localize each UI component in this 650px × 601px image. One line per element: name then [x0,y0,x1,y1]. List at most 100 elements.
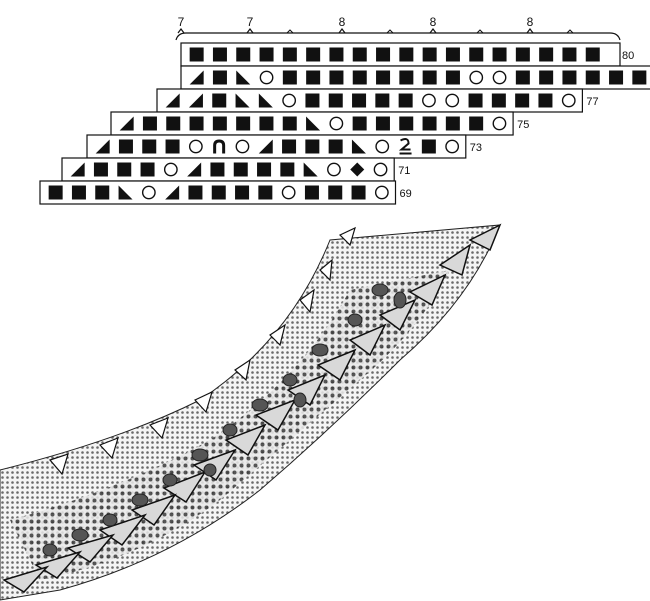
chart-symbol [329,70,344,85]
chart-symbol [140,162,155,177]
chart-symbol [492,116,507,131]
chart-symbol [280,162,295,177]
chart-symbol [515,47,530,62]
chart-symbol [282,93,297,108]
chart-symbol [236,47,251,62]
chart-symbol [166,116,181,131]
chart-symbol [281,185,296,200]
chart-symbol [352,70,367,85]
chart-symbol [539,70,554,85]
chart-symbol [189,47,204,62]
chart-symbol [306,47,321,62]
chart-symbol [422,70,437,85]
chart-symbol [445,93,460,108]
chart-symbol [469,116,484,131]
chart-symbol [585,47,600,62]
chart-symbol [212,70,227,85]
chart-row: 73 [86,134,482,159]
chart-symbol [445,70,460,85]
chart-symbol [329,47,344,62]
row-number: 80 [622,50,634,62]
chart-symbol [212,93,227,108]
chart-symbol [351,185,366,200]
chart-symbol [352,93,367,108]
chart-symbol [235,139,250,154]
chart-symbol [165,139,180,154]
chart-symbol [95,139,110,154]
chart-symbol [165,93,180,108]
chart-symbol [118,185,133,200]
chart-symbol [282,139,297,154]
chart-symbol [539,47,554,62]
chart-symbol [562,47,577,62]
chart-symbol [235,185,250,200]
chart-symbol [609,70,624,85]
row-number: 71 [398,165,410,177]
chart-symbol [235,93,250,108]
chart-symbol [421,139,436,154]
column-marker-label: 8 [527,15,534,29]
column-marker-label: 8 [430,15,437,29]
chart-symbol [329,116,344,131]
chart-symbol [188,93,203,108]
chart-symbol [187,162,202,177]
chart-symbol [398,138,412,155]
chart-symbol [352,47,367,62]
chart-symbol [303,162,318,177]
chart-symbol [445,47,460,62]
chart-symbol [282,47,297,62]
chart-symbol [468,93,483,108]
chart-symbol [469,47,484,62]
chart-row: 77 [156,88,599,113]
chart-symbol [469,70,484,85]
chart-symbol [117,162,132,177]
row-number: 75 [517,119,529,131]
chart-symbol [48,185,63,200]
row-number: 77 [586,96,598,108]
chart-symbol [70,162,85,177]
column-marker-label: 7 [247,15,254,29]
chart-symbol [188,139,203,154]
chart-symbol [375,139,390,154]
chart-symbol [236,116,251,131]
chart-symbol [445,139,460,154]
chart-symbol [305,93,320,108]
chart-symbol [119,116,134,131]
chart-symbol [236,70,251,85]
chart-symbol [375,116,390,131]
chart-symbol [71,185,86,200]
chart-symbol [306,70,321,85]
chart-symbol [259,47,274,62]
chart-symbol [515,93,530,108]
chart-symbol [492,70,507,85]
chart-symbol [142,116,157,131]
chart-symbol [562,70,577,85]
column-marker-label: 8 [339,15,346,29]
row-number: 69 [400,188,412,200]
chart-symbol [376,47,391,62]
chart-symbol [165,185,180,200]
chart-row: 71 [61,157,410,182]
chart-symbol [188,185,203,200]
lace-photo [0,223,502,601]
chart-symbol [422,47,437,62]
chart-symbol [399,47,414,62]
chart-symbol [445,116,460,131]
column-marker-label: 7 [178,15,185,29]
chart-row: 69 [39,180,412,205]
chart-rows: 80797775737169 [39,42,650,205]
chart-symbol [141,185,156,200]
chart-symbol [258,185,273,200]
chart-symbol [585,70,600,85]
chart-row: 80 [180,42,634,67]
chart-symbol [282,70,297,85]
chart-symbol [422,93,436,108]
chart-symbol [259,116,274,131]
chart-symbol [374,185,389,200]
chart-symbol [258,93,273,108]
chart-symbol [258,139,273,154]
chart-symbol [375,93,390,108]
chart-symbol [632,70,647,85]
chart-row: 75 [110,111,529,136]
